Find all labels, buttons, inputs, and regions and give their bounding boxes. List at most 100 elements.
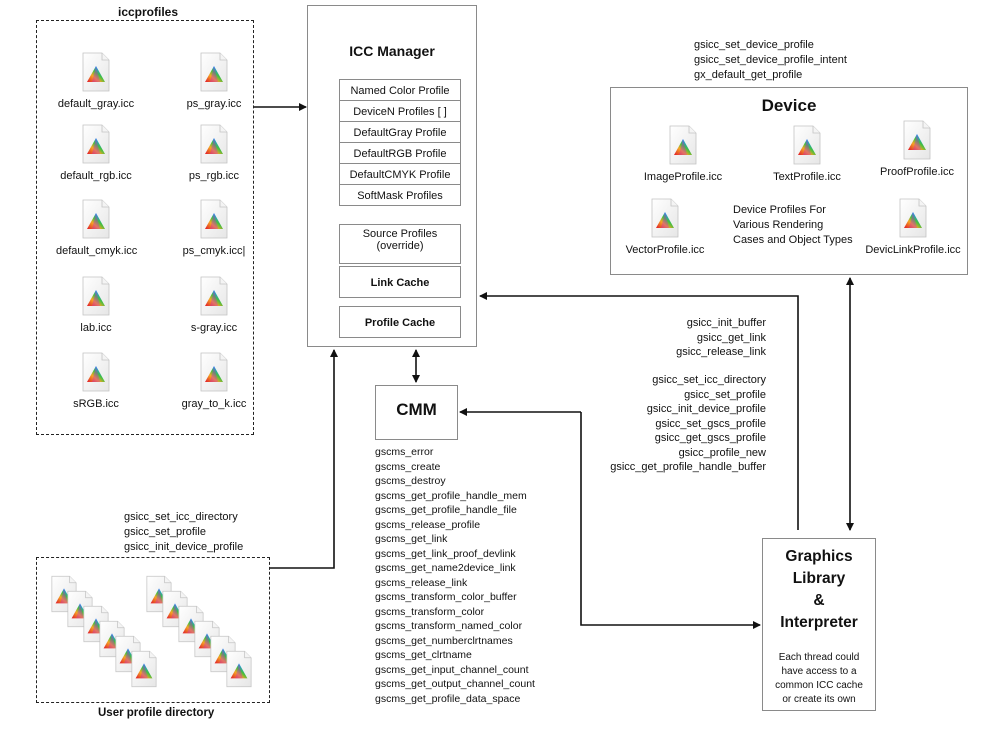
cmm-function: gscms_release_profile <box>375 518 481 531</box>
gsicc-function: gsicc_set_icc_directory <box>652 374 766 386</box>
device-function: gsicc_set_device_profile <box>694 39 814 51</box>
cmm-function: gscms_get_profile_data_space <box>375 692 521 705</box>
graphics-library-box <box>762 538 876 711</box>
device-function-list: gsicc_set_device_profile gsicc_set_devic… <box>694 38 847 83</box>
device-profile-item[interactable]: DevicLinkProfile.icc <box>858 198 968 256</box>
device-description-line: Device Profiles For <box>733 204 826 216</box>
icc-profile-file-icon <box>81 199 111 239</box>
cmm-function: gscms_get_name2device_link <box>375 562 516 574</box>
icc-file-item[interactable]: default_rgb.icc <box>56 124 136 182</box>
graphics-library-title-line: Graphics <box>785 548 853 565</box>
manager-profile-row: DefaultRGB Profile <box>339 142 461 164</box>
device-profile-item[interactable]: VectorProfile.icc <box>610 198 720 256</box>
cmm-function: gscms_error <box>375 446 434 458</box>
source-profiles-box: Source Profiles (override) <box>339 224 461 264</box>
icc-profile-file-icon <box>792 125 822 165</box>
gsicc-function: gsicc_set_gscs_profile <box>655 417 766 430</box>
cmm-function: gscms_get_link <box>375 533 448 545</box>
cmm-box <box>375 385 458 440</box>
device-profile-name: TextProfile.icc <box>773 171 841 183</box>
icc-file-name: ps_cmyk.icc| <box>182 245 246 257</box>
icc-file-item[interactable]: sRGB.icc <box>56 352 136 410</box>
device-box <box>610 87 968 275</box>
icc-file-item[interactable]: s-gray.icc <box>174 276 254 334</box>
graphics-library-description-line: have access to a <box>781 666 857 677</box>
graphics-library-description-line: common ICC cache <box>775 680 863 691</box>
icc-profile-file-icon <box>81 124 111 164</box>
gsicc-function: gsicc_get_link <box>696 331 766 344</box>
iccprofiles-folder <box>36 20 254 435</box>
cmm-function: gscms_get_profile_handle_file <box>375 504 517 516</box>
device-profile-item[interactable]: ProofProfile.icc <box>862 120 972 178</box>
icc-profile-file-icon <box>668 125 698 165</box>
gsicc-function: gsicc_set_profile <box>684 388 766 401</box>
gsicc-function: gsicc_get_gscs_profile <box>654 432 766 444</box>
icc-profile-file-icon <box>199 52 229 92</box>
icc-file-item[interactable]: default_cmyk.icc <box>56 199 138 257</box>
icc-file-name: lab.icc <box>80 322 112 334</box>
graphics-library-title: Graphics Library & Interpreter <box>762 546 876 634</box>
manager-profile-row: DeviceN Profiles [ ] <box>339 100 461 122</box>
icc-profile-file-icon <box>199 199 229 239</box>
device-profile-name: ImageProfile.icc <box>643 171 723 183</box>
gsicc-function: gsicc_init_buffer <box>686 317 766 329</box>
cmm-function: gscms_transform_color <box>375 605 485 618</box>
gsicc-link-functions: gsicc_init_buffer gsicc_get_link gsicc_rel… <box>676 316 766 360</box>
manager-profile-row: Named Color Profile <box>339 79 461 101</box>
cmm-function: gscms_create <box>375 460 441 473</box>
cmm-function: gscms_get_input_channel_count <box>375 663 529 676</box>
icc-file-name: gray_to_k.icc <box>181 398 247 410</box>
icc-file-item[interactable]: ps_cmyk.icc| <box>174 199 254 257</box>
device-profile-name: DevicLinkProfile.icc <box>865 244 961 256</box>
source-profiles-override-label: (override) <box>376 240 424 252</box>
manager-profile-row: DefaultCMYK Profile <box>339 163 461 185</box>
icc-file-item[interactable]: ps_rgb.icc <box>174 124 254 182</box>
cmm-function: gscms_get_profile_handle_mem <box>375 489 527 502</box>
icc-profile-file-icon <box>81 276 111 316</box>
device-function: gx_default_get_profile <box>694 69 803 81</box>
cmm-title: CMM <box>396 400 437 419</box>
user-profile-function: gsicc_set_profile <box>124 526 206 538</box>
device-description-line: Cases and Object Types <box>733 234 853 246</box>
graphics-library-description-line: Each thread could <box>778 652 860 663</box>
icc-file-item[interactable]: default_gray.icc <box>56 52 136 110</box>
icc-file-name: sRGB.icc <box>73 398 119 410</box>
icc-file-name: default_cmyk.icc <box>56 245 138 257</box>
cmm-function: gscms_transform_color_buffer <box>375 591 517 603</box>
icc-file-name: s-gray.icc <box>190 322 238 334</box>
cmm-function: gscms_get_numberclrtnames <box>375 634 513 647</box>
manager-profile-row: SoftMask Profiles <box>339 184 461 206</box>
graphics-library-title-line: Interpreter <box>780 614 858 631</box>
device-profile-item[interactable]: TextProfile.icc <box>752 125 862 183</box>
icc-manager-title: ICC Manager <box>349 43 435 59</box>
iccprofiles-title: iccprofiles <box>118 5 179 19</box>
graphics-library-description-line: or create its own <box>782 694 856 705</box>
user-profile-function: gsicc_set_icc_directory <box>124 511 238 523</box>
cmm-function: gscms_get_output_channel_count <box>375 678 535 690</box>
graphics-library-description: Each thread could have access to a commo… <box>762 651 876 707</box>
icc-file-item[interactable]: lab.icc <box>56 276 136 334</box>
user-profile-directory-title: User profile directory <box>98 707 215 719</box>
icc-profile-file-icon <box>902 120 932 160</box>
graphics-library-title-line: & <box>813 592 825 609</box>
icc-profile-file-icon <box>199 124 229 164</box>
device-function: gsicc_set_device_profile_intent <box>694 54 847 66</box>
icc-file-item[interactable]: ps_gray.icc <box>174 52 254 110</box>
icc-file-name: default_gray.icc <box>57 98 135 110</box>
cmm-function: gscms_get_clrtname <box>375 649 472 661</box>
user-icc-file-icon <box>130 650 158 693</box>
icc-profile-file-icon <box>81 52 111 92</box>
device-profile-item[interactable]: ImageProfile.icc <box>628 125 738 183</box>
gsicc-profile-functions: gsicc_set_icc_directory gsicc_set_profile… <box>610 373 766 475</box>
source-profiles-label: Source Profiles <box>362 228 438 240</box>
gsicc-function: gsicc_get_profile_handle_buffer <box>610 461 766 473</box>
cmm-function: gscms_release_link <box>375 576 468 589</box>
icc-file-item[interactable]: gray_to_k.icc <box>174 352 254 410</box>
link-cache-box: Link Cache <box>339 266 461 298</box>
icc-profile-file-icon <box>199 276 229 316</box>
icc-profile-file-icon <box>199 352 229 392</box>
gsicc-function: gsicc_release_link <box>676 346 766 358</box>
icc-profile-file-icon <box>650 198 680 238</box>
